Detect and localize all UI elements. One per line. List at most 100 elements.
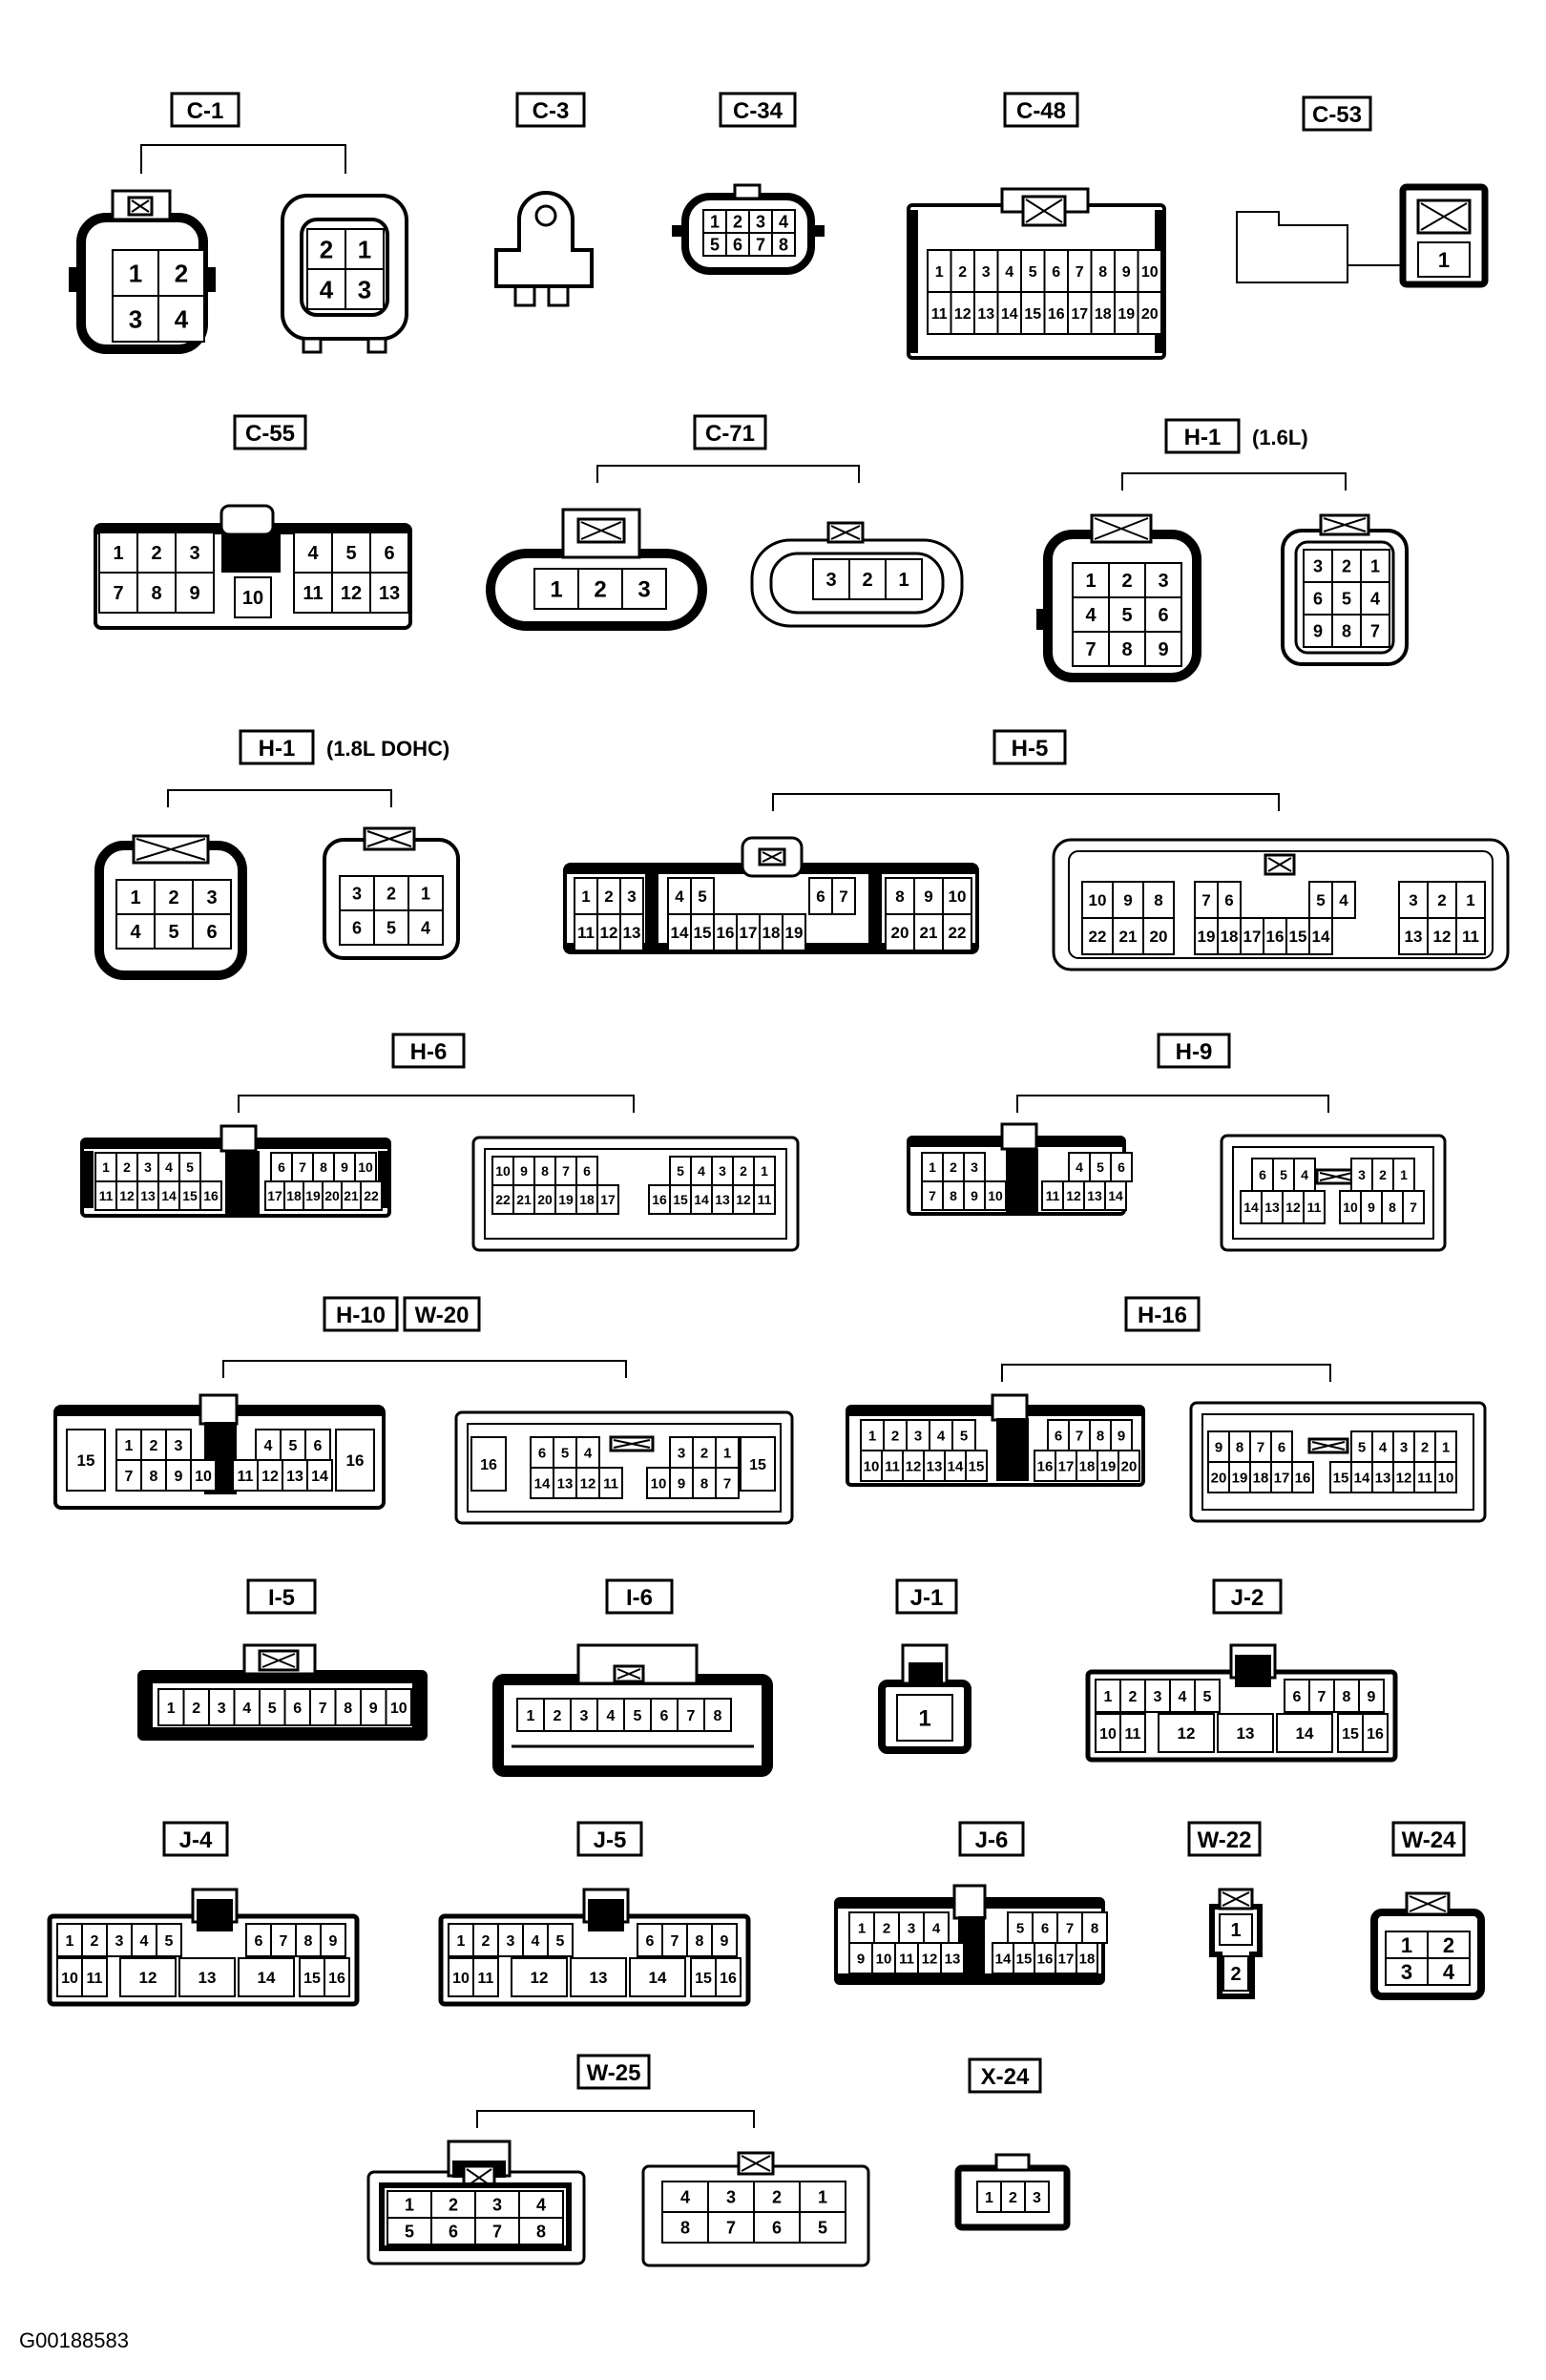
pin-number: 9	[369, 1701, 378, 1717]
pin-number: 1	[1466, 891, 1474, 909]
pin-number: 19	[1198, 928, 1216, 946]
pin-number: 1	[985, 2190, 993, 2206]
pin-cell	[690, 1957, 717, 1997]
connector-label-box	[895, 1578, 958, 1615]
pin-number: 2	[950, 1159, 957, 1175]
pin-number: 12	[736, 1192, 751, 1207]
pin-number: 9	[175, 1469, 183, 1485]
pin-cell	[1112, 881, 1144, 919]
pin-number: 5	[1016, 1920, 1024, 1936]
pin-cell	[474, 2217, 520, 2245]
pin-number: 16	[1037, 1951, 1054, 1967]
pin-cell	[1285, 917, 1310, 955]
pin-number: 10	[1099, 1726, 1117, 1743]
connector-label-box	[992, 729, 1067, 765]
pin-cell	[1043, 291, 1069, 335]
pin-number: 11	[1462, 928, 1479, 946]
connector-note: (1.8L DOHC)	[326, 737, 449, 761]
pin-number: 5	[168, 922, 178, 943]
pin-number: 13	[1087, 1188, 1102, 1203]
connector-label: H-9	[1176, 1039, 1213, 1065]
pin-cell	[1119, 1713, 1146, 1753]
pin-number: 13	[715, 1192, 730, 1207]
pin-number: 4	[779, 212, 788, 231]
connector-label: I-6	[626, 1585, 653, 1611]
pin-number: 1	[1438, 248, 1450, 272]
pin-cell	[140, 1459, 167, 1492]
pin-number: 12	[1178, 1724, 1196, 1743]
pin-number: 1	[929, 1159, 936, 1175]
pin-number: 8	[536, 2222, 546, 2241]
lock-tab-x	[830, 525, 861, 540]
pin-number: 9	[857, 1951, 865, 1967]
pin-cell	[81, 1923, 108, 1957]
pin-number: 3	[144, 1159, 152, 1175]
pin-number: 22	[364, 1188, 379, 1203]
pin-number: 7	[929, 1188, 936, 1203]
pin-number: 2	[320, 235, 333, 263]
pin-number: 5	[818, 2218, 827, 2237]
pin-cell	[1360, 549, 1390, 583]
pin-number: 5	[1280, 1167, 1287, 1182]
pin-number: 6	[255, 1933, 263, 1950]
pin-cell	[1076, 1942, 1098, 1974]
pin-number: 14	[995, 1951, 1012, 1967]
pin-cell	[257, 1459, 283, 1492]
lock-tab-x	[1222, 1891, 1250, 1907]
pin-cell	[299, 1957, 325, 1997]
pin-number: 9	[971, 1188, 978, 1203]
pin-number: 11	[478, 1971, 494, 1987]
h6-male-latch	[219, 1124, 258, 1153]
pin-cell	[175, 572, 215, 614]
pin-number: 1	[761, 1163, 768, 1179]
pin-cell	[596, 913, 621, 951]
pin-cell	[1303, 1190, 1326, 1224]
pin-number: 22	[949, 924, 967, 942]
pin-cell	[885, 913, 915, 951]
pin-cell	[295, 1923, 322, 1957]
pin-number: 18	[763, 924, 781, 942]
pin-number: 11	[577, 924, 595, 942]
pin-cell	[690, 877, 715, 915]
pin-number: 7	[280, 1933, 288, 1950]
pin-cell	[280, 1429, 306, 1461]
pin-number: 13	[945, 1951, 961, 1967]
pin-cell	[799, 2181, 846, 2213]
pin-number: 5	[186, 1159, 194, 1175]
pin-cell	[1331, 614, 1362, 648]
pin-number: 2	[1230, 1964, 1241, 1985]
pin-cell	[81, 1957, 108, 1997]
pin-number: 10	[651, 1475, 667, 1492]
pin-number: 16	[720, 1971, 737, 1987]
pin-number: 13	[927, 1458, 943, 1474]
pin-number: 3	[358, 275, 371, 303]
pin-number: 5	[1342, 589, 1351, 608]
pin-number: 13	[379, 583, 400, 604]
pin-number: 1	[405, 2195, 414, 2214]
connector-label: J-5	[594, 1827, 627, 1853]
connector-label: J-1	[910, 1585, 944, 1611]
pin-cell	[596, 1698, 625, 1732]
pin-cell	[677, 1698, 705, 1732]
pin-cell	[1303, 549, 1333, 583]
pin-number: 1	[581, 887, 590, 906]
pin-number: 9	[1215, 1439, 1222, 1455]
pin-cell	[234, 576, 272, 618]
pin-number: 15	[969, 1458, 985, 1474]
pin-number: 14	[1354, 1470, 1370, 1486]
pin-number: 12	[261, 1469, 279, 1485]
pin-number: 1	[918, 1706, 930, 1732]
pin-number: 1	[1400, 1167, 1408, 1182]
pin-number: 3	[1409, 891, 1417, 909]
pin-number: 4	[536, 2195, 546, 2214]
pin-cell	[570, 1957, 627, 1997]
pin-cell	[385, 1688, 412, 1726]
pin-number: 5	[268, 1701, 277, 1717]
pin-cell	[831, 877, 856, 915]
pin-cell	[154, 879, 194, 915]
connector-label: H-10	[336, 1303, 386, 1328]
pin-number: 3	[719, 1163, 726, 1179]
pin-number: 1	[167, 1701, 176, 1717]
pin-number: 16	[1295, 1470, 1311, 1486]
